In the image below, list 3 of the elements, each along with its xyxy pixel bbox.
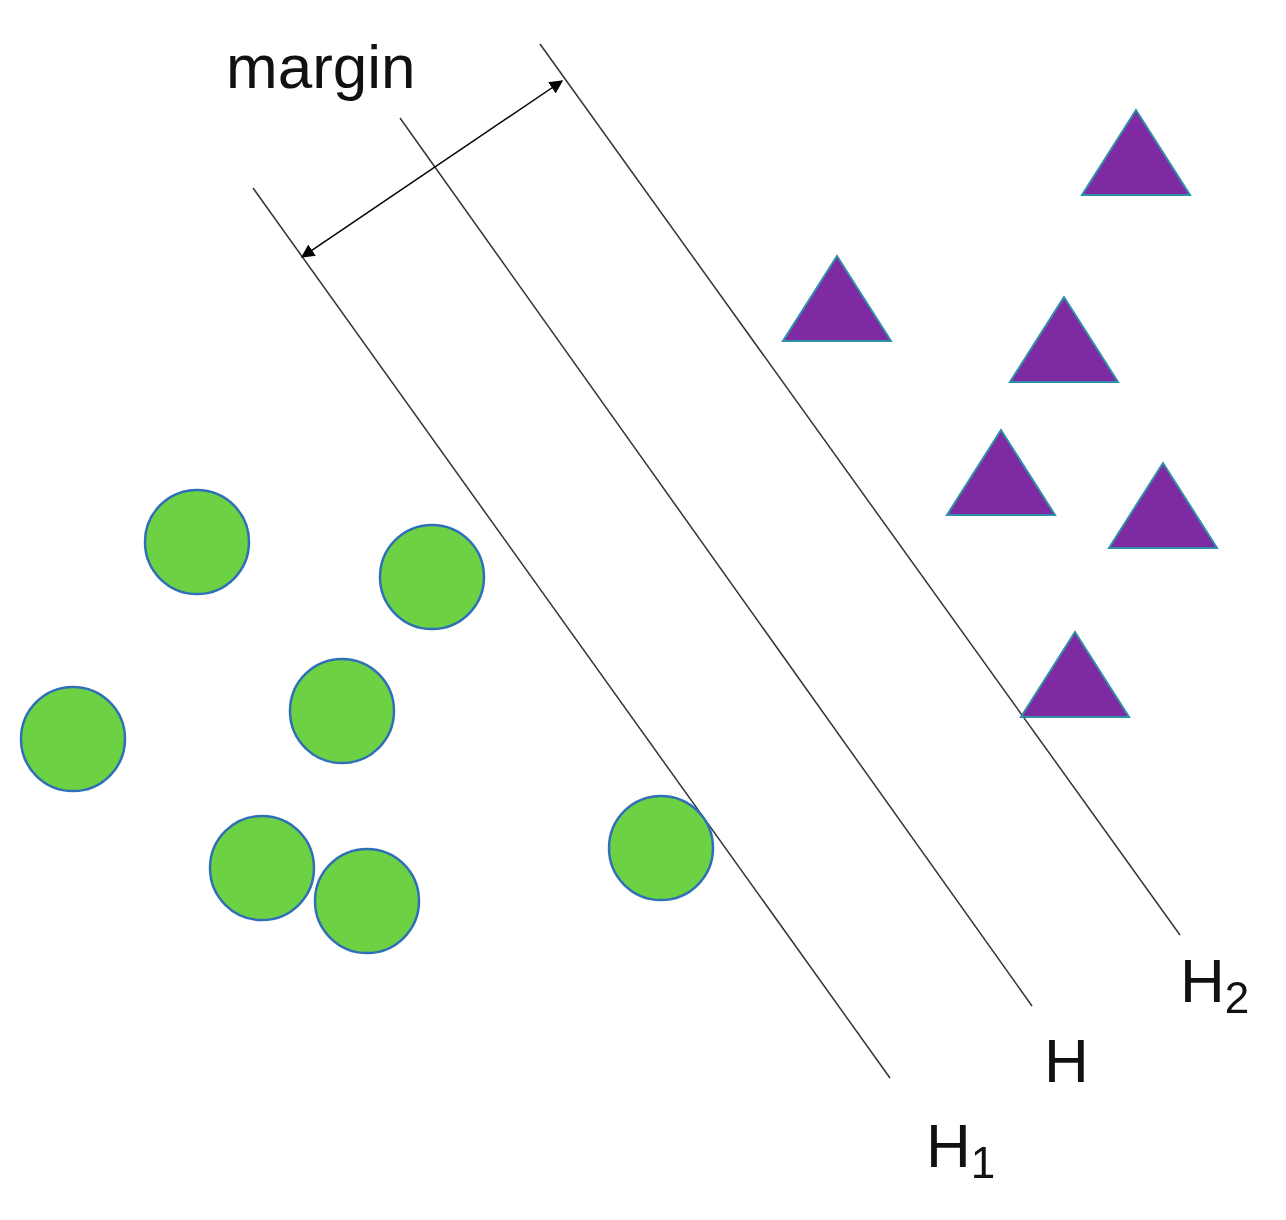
axis-label: H$_{1}$ (926, 1115, 996, 1177)
axis-label: H (1044, 1030, 1089, 1092)
axis-label: H$_{2}$ (1180, 950, 1250, 1012)
